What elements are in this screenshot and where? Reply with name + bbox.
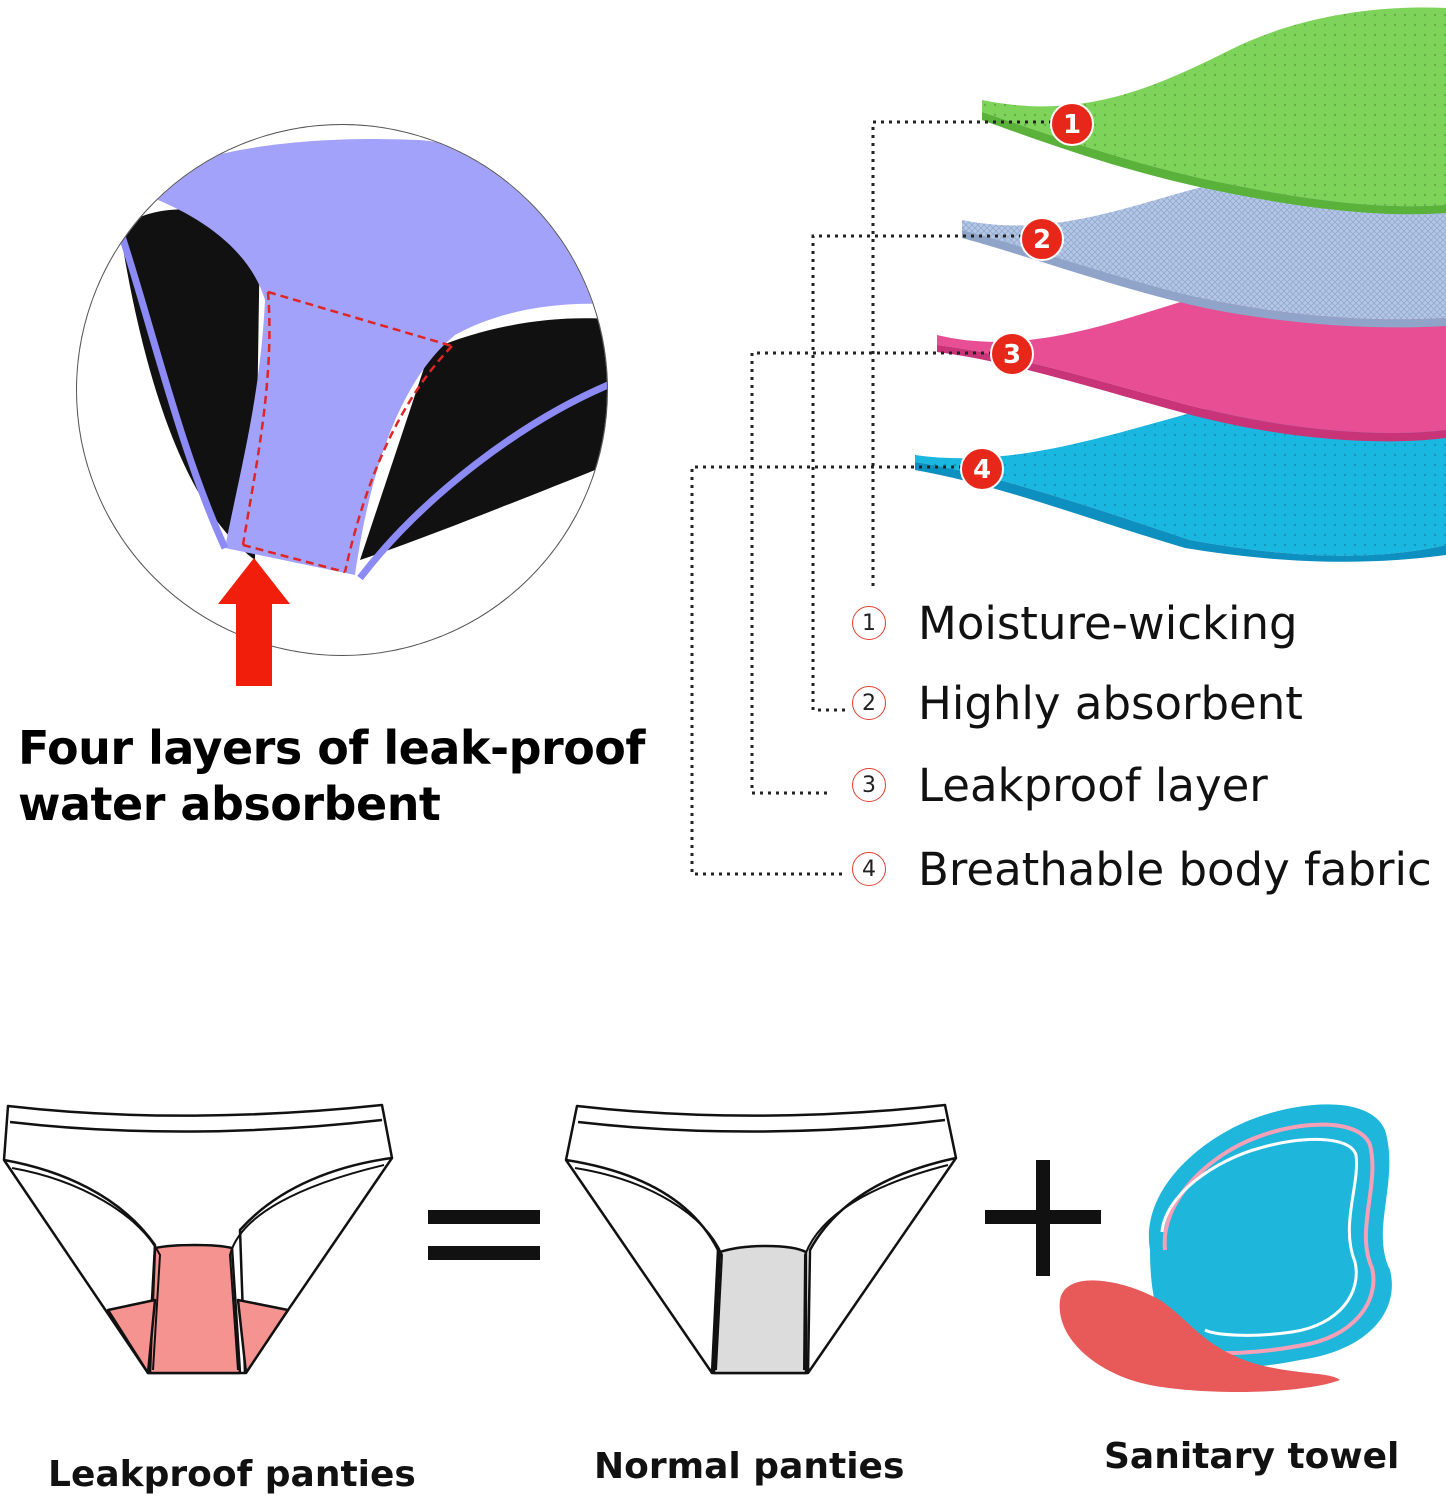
headline-line-2: water absorbent bbox=[18, 777, 441, 831]
legend-item-2: 2 Highly absorbent bbox=[852, 676, 1303, 730]
equals-sign bbox=[428, 1210, 540, 1260]
legend-label-2: Highly absorbent bbox=[918, 676, 1303, 730]
layer-badge-4: 4 bbox=[960, 447, 1004, 491]
legend-number-1: 1 bbox=[852, 606, 886, 640]
purple-panty-fabric bbox=[145, 139, 607, 575]
layer-badge-2: 2 bbox=[1020, 217, 1064, 261]
legend-item-1: 1 Moisture-wicking bbox=[852, 596, 1298, 650]
sanitary-towel-icon bbox=[1059, 1104, 1392, 1392]
layer-badge-3: 3 bbox=[990, 332, 1034, 376]
legend-number-4: 4 bbox=[852, 852, 886, 886]
badge-2-text: 2 bbox=[1033, 225, 1051, 255]
legend-number-3: 3 bbox=[852, 768, 886, 802]
legend-item-3: 3 Leakproof layer bbox=[852, 758, 1268, 812]
leader-lines bbox=[690, 120, 1060, 876]
headline-line-1: Four layers of leak-proof bbox=[18, 721, 645, 775]
leakproof-panties-caption: Leakproof panties bbox=[48, 1454, 416, 1495]
badge-1-text: 1 bbox=[1063, 110, 1081, 140]
normal-panties-drawing bbox=[564, 1103, 958, 1375]
leakproof-panties-drawing bbox=[2, 1103, 394, 1375]
layer-1-sheet bbox=[982, 7, 1446, 215]
red-arrow-icon bbox=[218, 558, 290, 686]
badge-3-text: 3 bbox=[1003, 340, 1021, 370]
legend-item-4: 4 Breathable body fabric bbox=[852, 842, 1432, 896]
legend-number-2: 2 bbox=[852, 686, 886, 720]
badge-4-text: 4 bbox=[973, 455, 991, 485]
legend-label-3: Leakproof layer bbox=[918, 758, 1268, 812]
magnified-gusset-circle bbox=[76, 124, 608, 656]
plus-sign bbox=[985, 1160, 1101, 1276]
sanitary-towel-caption: Sanitary towel bbox=[1104, 1436, 1400, 1477]
legend-label-1: Moisture-wicking bbox=[918, 596, 1298, 650]
layer-badge-1: 1 bbox=[1050, 102, 1094, 146]
normal-panties-caption: Normal panties bbox=[594, 1446, 905, 1487]
legend-label-4: Breathable body fabric bbox=[918, 842, 1432, 896]
headline: Four layers of leak-proof water absorben… bbox=[18, 720, 645, 832]
